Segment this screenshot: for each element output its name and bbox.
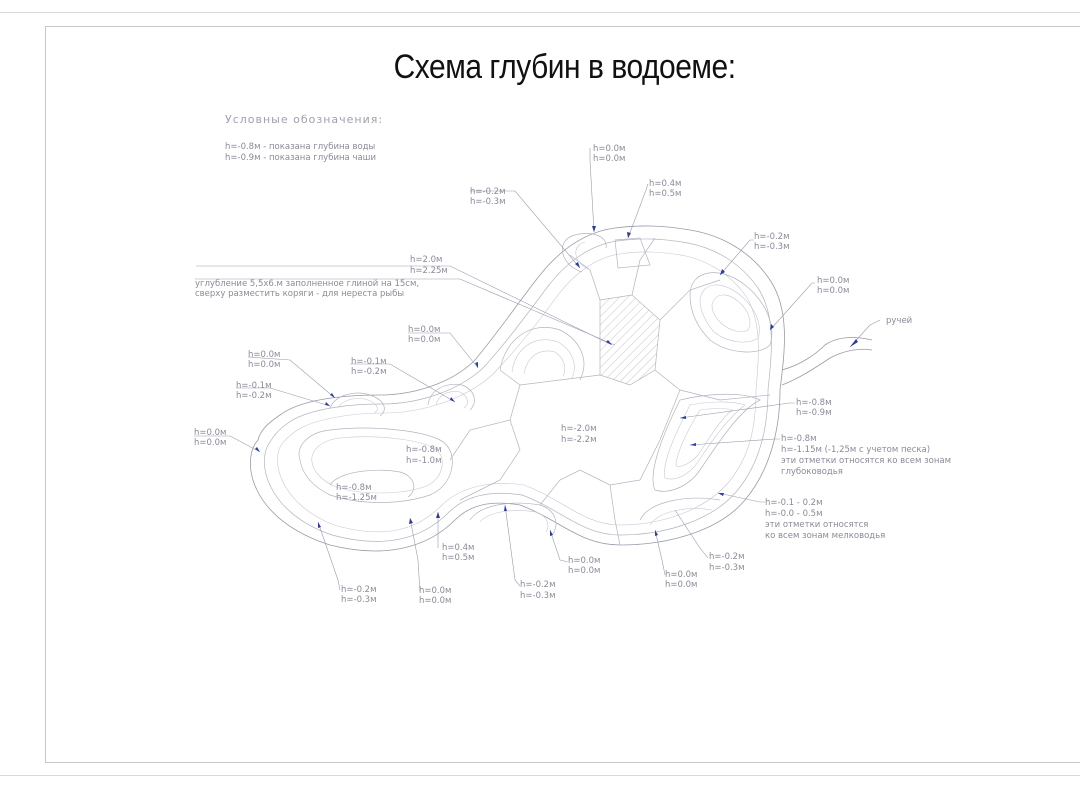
- depth-label: h=-2.2м: [561, 435, 597, 445]
- deep-note-line: глубоководья: [781, 467, 843, 477]
- deep-note-line: эти отметки относятся ко всем зонам: [781, 456, 951, 466]
- legend-water-depth: h=-0.8м - показана глубина воды: [225, 142, 375, 152]
- legend-heading: Условные обозначения:: [225, 113, 383, 126]
- depth-label: h=-0.2м: [341, 585, 377, 595]
- arrow-markers: [255, 226, 858, 536]
- legend-bowl-depth: h=-0.9м - показана глубина чаши: [225, 153, 376, 163]
- depth-label: h=-0.3м: [341, 595, 377, 605]
- depth-label: h=0.0м: [248, 350, 280, 360]
- stream: [781, 337, 873, 386]
- depth-label: h=0.0м: [817, 286, 849, 296]
- depth-label: h=0.5м: [442, 553, 474, 563]
- depth-label: h=0.0м: [593, 154, 625, 164]
- depth-label: h=0.0м: [248, 360, 280, 370]
- pit-depth-bowl: h=2.25м: [410, 266, 448, 276]
- depth-label: h=-0.1м: [351, 357, 387, 367]
- page-title: Схема глубин в водоеме:: [393, 48, 736, 86]
- depth-label: h=-0.8м: [336, 483, 372, 493]
- depth-label: h=-0.1м: [236, 381, 272, 391]
- depth-label: h=-0.2м: [754, 232, 790, 242]
- depth-label: h=-0.3м: [709, 563, 745, 573]
- depth-label: h=0.4м: [649, 179, 681, 189]
- depth-label: h=0.0м: [419, 596, 451, 606]
- depth-label: h=0.0м: [665, 580, 697, 590]
- depth-label: h=-0.3м: [754, 242, 790, 252]
- depth-label: h=0.4м: [442, 543, 474, 553]
- depth-label: h=-0.9м: [796, 408, 832, 418]
- depth-label: h=-0.8м: [796, 398, 832, 408]
- depth-label: h=-0.2м: [520, 580, 556, 590]
- depth-label: h=-1.0м: [406, 456, 442, 466]
- deep-note-line: h=-0.8м: [781, 434, 817, 444]
- depth-label: h=0.0м: [194, 428, 226, 438]
- depth-label: h=-0.8м: [406, 445, 442, 455]
- shallow-zone-note: h=-0.1 - 0.2м h=-0.0 - 0.5м эти отметки …: [765, 498, 885, 541]
- depth-label: h=-0.2м: [470, 187, 506, 197]
- depth-label: h=0.0м: [419, 586, 451, 596]
- pit-note-line2: сверху разместить коряги - для нереста р…: [195, 289, 404, 299]
- inner-frame: [45, 26, 1080, 763]
- shallow-note-line: ко всем зонам мелководья: [765, 531, 885, 541]
- depth-label: h=0.0м: [568, 556, 600, 566]
- outer-frame: [0, 12, 1080, 776]
- depth-label: h=0.5м: [649, 189, 681, 199]
- depth-label: h=0.0м: [194, 438, 226, 448]
- depth-label: h=-0.3м: [520, 591, 556, 601]
- depth-label: h=0.0м: [408, 335, 440, 345]
- deep-zone-note: h=-0.8м h=-1.15м (-1,25м с учетом песка)…: [781, 434, 951, 477]
- depth-label: h=0.0м: [665, 570, 697, 580]
- depth-label: h=-0.3м: [470, 197, 506, 207]
- shallow-note-line: эти отметки относятся: [765, 520, 868, 530]
- depth-label: h=-1.25м: [336, 493, 377, 503]
- shallow-note-line: h=-0.1 - 0.2м: [765, 498, 823, 508]
- pit-depth-water: h=2.0м: [410, 255, 442, 265]
- depth-label: h=-0.2м: [709, 552, 745, 562]
- inner-zones: [298, 233, 773, 546]
- depth-labels: h=0.0м h=0.0м h=0.4м h=0.5м h=-0.2м h=-0…: [194, 144, 849, 606]
- depth-label: h=0.0м: [593, 144, 625, 154]
- depth-label: h=-0.2м: [351, 367, 387, 377]
- depth-label: h=-2.0м: [561, 424, 597, 434]
- stream-label: ручей: [886, 316, 912, 326]
- depth-label: h=0.0м: [817, 276, 849, 286]
- depth-label: h=-0.2м: [236, 391, 272, 401]
- depth-label: h=0.0м: [568, 566, 600, 576]
- shallow-note-line: h=-0.0 - 0.5м: [765, 509, 823, 519]
- pond-outline: [250, 225, 785, 552]
- deep-note-line: h=-1.15м (-1,25м с учетом песка): [781, 445, 930, 455]
- depth-label: h=0.0м: [408, 325, 440, 335]
- leader-lines: [194, 148, 881, 593]
- pit-note-line1: углубление 5,5х6.м заполненное глиной на…: [195, 279, 419, 289]
